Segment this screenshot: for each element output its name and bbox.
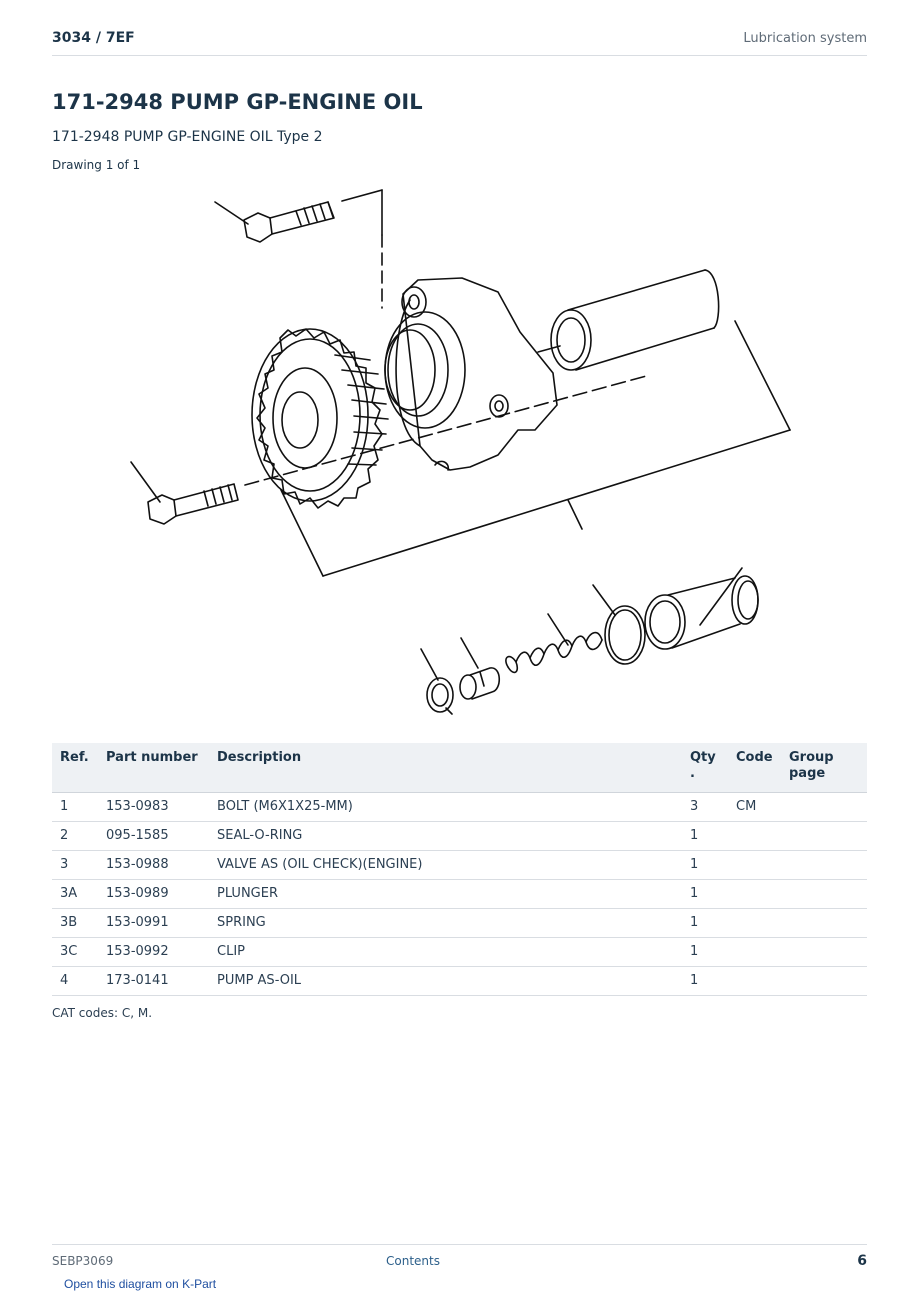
- exploded-parts-diagram: [130, 189, 791, 715]
- page-footer: SEBP3069 Contents 6: [52, 1244, 867, 1274]
- clip-drawing: [420, 648, 454, 715]
- cell-code: [728, 937, 781, 967]
- cell-qty: 3: [682, 792, 728, 822]
- cell-qty: 1: [682, 879, 728, 909]
- model-label: 3034 / 7EF: [52, 30, 135, 46]
- cell-ref: 3A: [52, 879, 98, 909]
- cell-code: [728, 879, 781, 909]
- document-id: SEBP3069: [52, 1254, 114, 1268]
- cell-code: [728, 850, 781, 880]
- col-qty: Qty .: [682, 743, 728, 793]
- table-row: 3C 153-0992 CLIP 1: [52, 937, 867, 967]
- page-header: 3034 / 7EF Lubrication system: [52, 28, 867, 56]
- cell-description: VALVE AS (OIL CHECK)(ENGINE): [209, 850, 682, 880]
- cell-group-page: [781, 792, 867, 822]
- parts-table: Ref. Part number Description Qty . Code …: [52, 743, 867, 996]
- spring-drawing: [505, 613, 603, 674]
- cell-qty: 1: [682, 966, 728, 996]
- page-title: 171-2948 PUMP GP-ENGINE OIL: [52, 90, 423, 114]
- table-row: 4 173-0141 PUMP AS-OIL 1: [52, 966, 867, 996]
- table-row: 2 095-1585 SEAL-O-RING 1: [52, 821, 867, 851]
- cell-code: [728, 966, 781, 996]
- section-label: Lubrication system: [743, 31, 867, 46]
- cell-part-number: 153-0983: [98, 792, 209, 822]
- cell-part-number: 173-0141: [98, 966, 209, 996]
- pump-housing-drawing: [384, 277, 558, 471]
- cat-codes-note: CAT codes: C, M.: [52, 1006, 153, 1020]
- tube-drawing: [537, 269, 720, 371]
- col-description: Description: [209, 743, 682, 793]
- cell-code: [728, 908, 781, 938]
- col-part-number: Part number: [98, 743, 209, 793]
- cell-group-page: [781, 908, 867, 938]
- cell-description: CLIP: [209, 937, 682, 967]
- o-ring-drawing: [592, 584, 646, 665]
- page-number: 6: [857, 1253, 867, 1269]
- gear-drawing: [251, 328, 389, 509]
- table-row: 3A 153-0989 PLUNGER 1: [52, 879, 867, 909]
- col-group-page: Group page: [781, 743, 867, 793]
- cell-description: SPRING: [209, 908, 682, 938]
- cell-part-number: 153-0989: [98, 879, 209, 909]
- table-row: 3 153-0988 VALVE AS (OIL CHECK)(ENGINE) …: [52, 850, 867, 880]
- cell-part-number: 153-0992: [98, 937, 209, 967]
- contents-link[interactable]: Contents: [386, 1254, 440, 1268]
- cell-group-page: [781, 821, 867, 851]
- cell-code: [728, 821, 781, 851]
- cell-qty: 1: [682, 821, 728, 851]
- cell-qty: 1: [682, 850, 728, 880]
- cell-qty: 1: [682, 908, 728, 938]
- bolt-bottom-drawing: [130, 461, 239, 525]
- cell-description: PUMP AS-OIL: [209, 966, 682, 996]
- cell-ref: 1: [52, 792, 98, 822]
- kpart-link[interactable]: Open this diagram on K-Part: [64, 1277, 217, 1291]
- cell-ref: 3C: [52, 937, 98, 967]
- bolt-top-drawing: [214, 189, 383, 309]
- plunger-drawing: [459, 637, 501, 700]
- cell-group-page: [781, 966, 867, 996]
- cell-group-page: [781, 937, 867, 967]
- cell-ref: 4: [52, 966, 98, 996]
- valve-body-drawing: [644, 567, 759, 650]
- cell-ref: 2: [52, 821, 98, 851]
- cell-description: PLUNGER: [209, 879, 682, 909]
- page-subtitle: 171-2948 PUMP GP-ENGINE OIL Type 2: [52, 129, 323, 145]
- cell-ref: 3: [52, 850, 98, 880]
- table-header-row: Ref. Part number Description Qty . Code …: [52, 743, 867, 793]
- cell-part-number: 153-0988: [98, 850, 209, 880]
- cell-group-page: [781, 850, 867, 880]
- col-ref: Ref.: [52, 743, 98, 793]
- table-row: 3B 153-0991 SPRING 1: [52, 908, 867, 938]
- cell-part-number: 095-1585: [98, 821, 209, 851]
- col-code: Code: [728, 743, 781, 793]
- cell-qty: 1: [682, 937, 728, 967]
- cell-description: SEAL-O-RING: [209, 821, 682, 851]
- table-row: 1 153-0983 BOLT (M6X1X25-MM) 3 CM: [52, 792, 867, 822]
- cell-part-number: 153-0991: [98, 908, 209, 938]
- drawing-label: Drawing 1 of 1: [52, 158, 141, 172]
- assembly-bracket-drawing: [280, 320, 791, 577]
- cell-ref: 3B: [52, 908, 98, 938]
- cell-code: CM: [728, 792, 781, 822]
- cell-group-page: [781, 879, 867, 909]
- cell-description: BOLT (M6X1X25-MM): [209, 792, 682, 822]
